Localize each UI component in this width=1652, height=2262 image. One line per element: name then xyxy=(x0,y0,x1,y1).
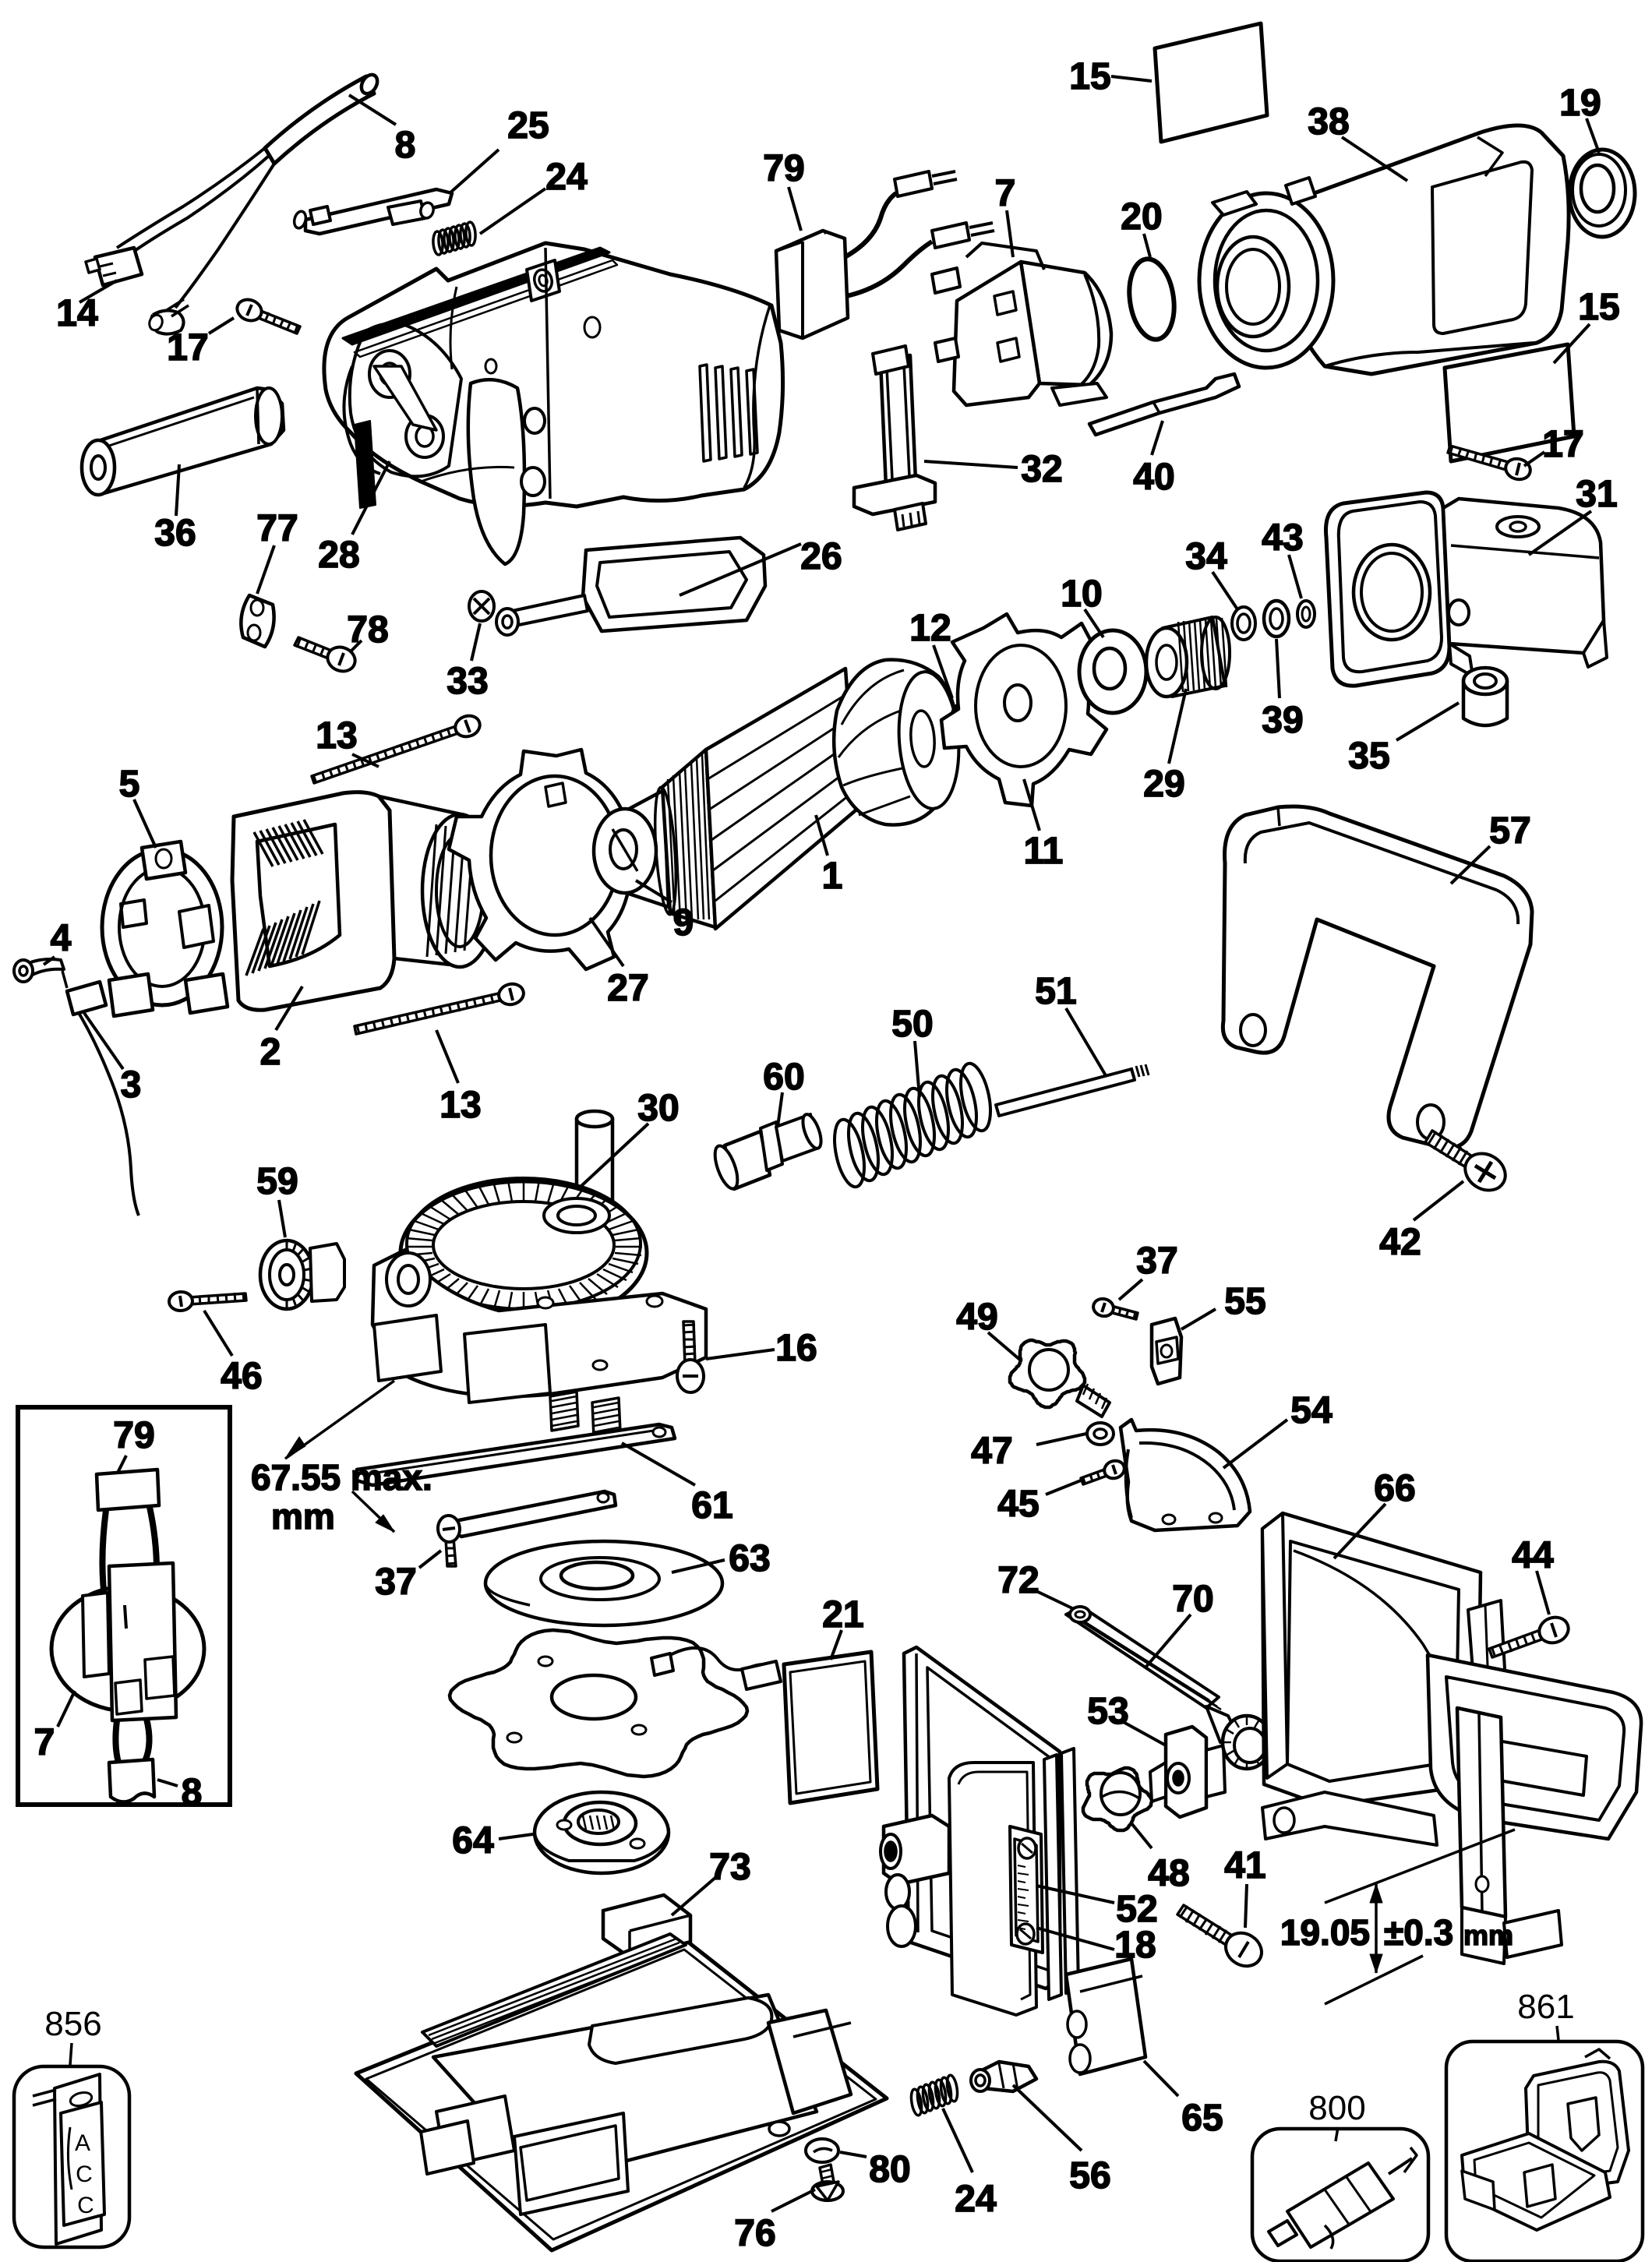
svg-text:16: 16 xyxy=(775,1328,817,1369)
svg-text:66: 66 xyxy=(1374,1468,1415,1509)
svg-text:79: 79 xyxy=(113,1415,154,1456)
svg-text:55: 55 xyxy=(1224,1281,1265,1322)
svg-text:861: 861 xyxy=(1517,1988,1574,2026)
svg-text:3: 3 xyxy=(121,1064,142,1106)
svg-text:13: 13 xyxy=(439,1085,481,1126)
svg-text:53: 53 xyxy=(1087,1691,1128,1732)
svg-text:77: 77 xyxy=(256,508,298,549)
svg-text:21: 21 xyxy=(822,1594,863,1636)
svg-text:17: 17 xyxy=(167,327,208,369)
svg-text:76: 76 xyxy=(734,2213,775,2254)
svg-text:72: 72 xyxy=(997,1560,1039,1601)
svg-text:mm: mm xyxy=(1463,1919,1513,1951)
svg-text:10: 10 xyxy=(1061,573,1102,615)
svg-text:78: 78 xyxy=(347,609,388,651)
svg-text:C: C xyxy=(76,2161,93,2187)
svg-text:32: 32 xyxy=(1021,449,1062,490)
svg-text:59: 59 xyxy=(256,1161,298,1202)
svg-text:25: 25 xyxy=(507,105,549,146)
svg-text:48: 48 xyxy=(1148,1853,1189,1894)
svg-text:44: 44 xyxy=(1512,1535,1554,1576)
svg-text:39: 39 xyxy=(1262,700,1303,741)
svg-text:73: 73 xyxy=(709,1847,750,1888)
svg-text:36: 36 xyxy=(154,513,196,554)
svg-text:31: 31 xyxy=(1576,474,1617,515)
svg-text:45: 45 xyxy=(997,1484,1039,1525)
svg-text:2: 2 xyxy=(260,1032,281,1073)
svg-text:24: 24 xyxy=(955,2179,997,2220)
svg-text:4: 4 xyxy=(51,918,72,959)
svg-text:14: 14 xyxy=(56,293,98,334)
svg-text:7: 7 xyxy=(34,1722,55,1763)
svg-text:28: 28 xyxy=(318,535,359,576)
svg-text:9: 9 xyxy=(673,902,694,944)
svg-text:13: 13 xyxy=(316,715,357,757)
svg-text:5: 5 xyxy=(119,764,140,805)
svg-text:7: 7 xyxy=(995,173,1016,214)
svg-text:15: 15 xyxy=(1578,287,1619,328)
svg-text:79: 79 xyxy=(763,148,804,189)
svg-text:800: 800 xyxy=(1308,2089,1365,2127)
svg-text:47: 47 xyxy=(971,1431,1012,1472)
svg-text:29: 29 xyxy=(1143,764,1184,805)
svg-text:46: 46 xyxy=(221,1356,262,1397)
svg-text:17: 17 xyxy=(1542,424,1583,465)
svg-text:52: 52 xyxy=(1116,1889,1157,1930)
svg-text:63: 63 xyxy=(729,1538,770,1579)
svg-text:42: 42 xyxy=(1379,1222,1421,1263)
svg-text:65: 65 xyxy=(1181,2098,1223,2139)
svg-text:1: 1 xyxy=(822,856,843,897)
svg-text:40: 40 xyxy=(1133,457,1174,498)
svg-text:51: 51 xyxy=(1035,971,1076,1012)
svg-text:60: 60 xyxy=(763,1057,804,1098)
svg-text:57: 57 xyxy=(1489,810,1530,852)
svg-text:61: 61 xyxy=(691,1485,732,1526)
svg-text:18: 18 xyxy=(1114,1925,1156,1966)
svg-text:C: C xyxy=(77,2193,94,2218)
svg-text:56: 56 xyxy=(1069,2155,1110,2197)
svg-text:67.55 max.: 67.55 max. xyxy=(251,1457,432,1498)
svg-text:37: 37 xyxy=(1136,1240,1177,1282)
svg-text:20: 20 xyxy=(1121,196,1162,238)
svg-text:34: 34 xyxy=(1185,536,1227,577)
svg-text:11: 11 xyxy=(1024,831,1064,872)
svg-text:856: 856 xyxy=(44,2005,101,2043)
svg-text:30: 30 xyxy=(637,1088,679,1129)
svg-text:mm: mm xyxy=(271,1496,335,1537)
svg-text:35: 35 xyxy=(1348,736,1389,777)
svg-text:54: 54 xyxy=(1290,1390,1333,1431)
svg-text:41: 41 xyxy=(1224,1845,1265,1886)
svg-text:19: 19 xyxy=(1559,83,1601,124)
svg-text:49: 49 xyxy=(956,1297,997,1338)
svg-text:70: 70 xyxy=(1172,1579,1213,1620)
svg-text:15: 15 xyxy=(1069,56,1110,97)
svg-text:50: 50 xyxy=(891,1004,933,1045)
svg-text:±0.3: ±0.3 xyxy=(1384,1912,1453,1953)
svg-text:38: 38 xyxy=(1308,101,1349,143)
svg-text:26: 26 xyxy=(800,536,842,577)
svg-text:37: 37 xyxy=(375,1562,416,1603)
svg-text:43: 43 xyxy=(1262,517,1303,559)
svg-text:80: 80 xyxy=(869,2149,910,2190)
svg-text:24: 24 xyxy=(545,157,588,198)
svg-text:64: 64 xyxy=(452,1820,494,1861)
svg-text:19.05: 19.05 xyxy=(1280,1912,1370,1953)
svg-text:12: 12 xyxy=(909,608,951,649)
svg-text:27: 27 xyxy=(607,968,648,1009)
svg-text:A: A xyxy=(75,2130,90,2156)
svg-text:33: 33 xyxy=(447,661,488,702)
svg-text:8: 8 xyxy=(395,125,416,166)
svg-text:8: 8 xyxy=(182,1772,203,1813)
